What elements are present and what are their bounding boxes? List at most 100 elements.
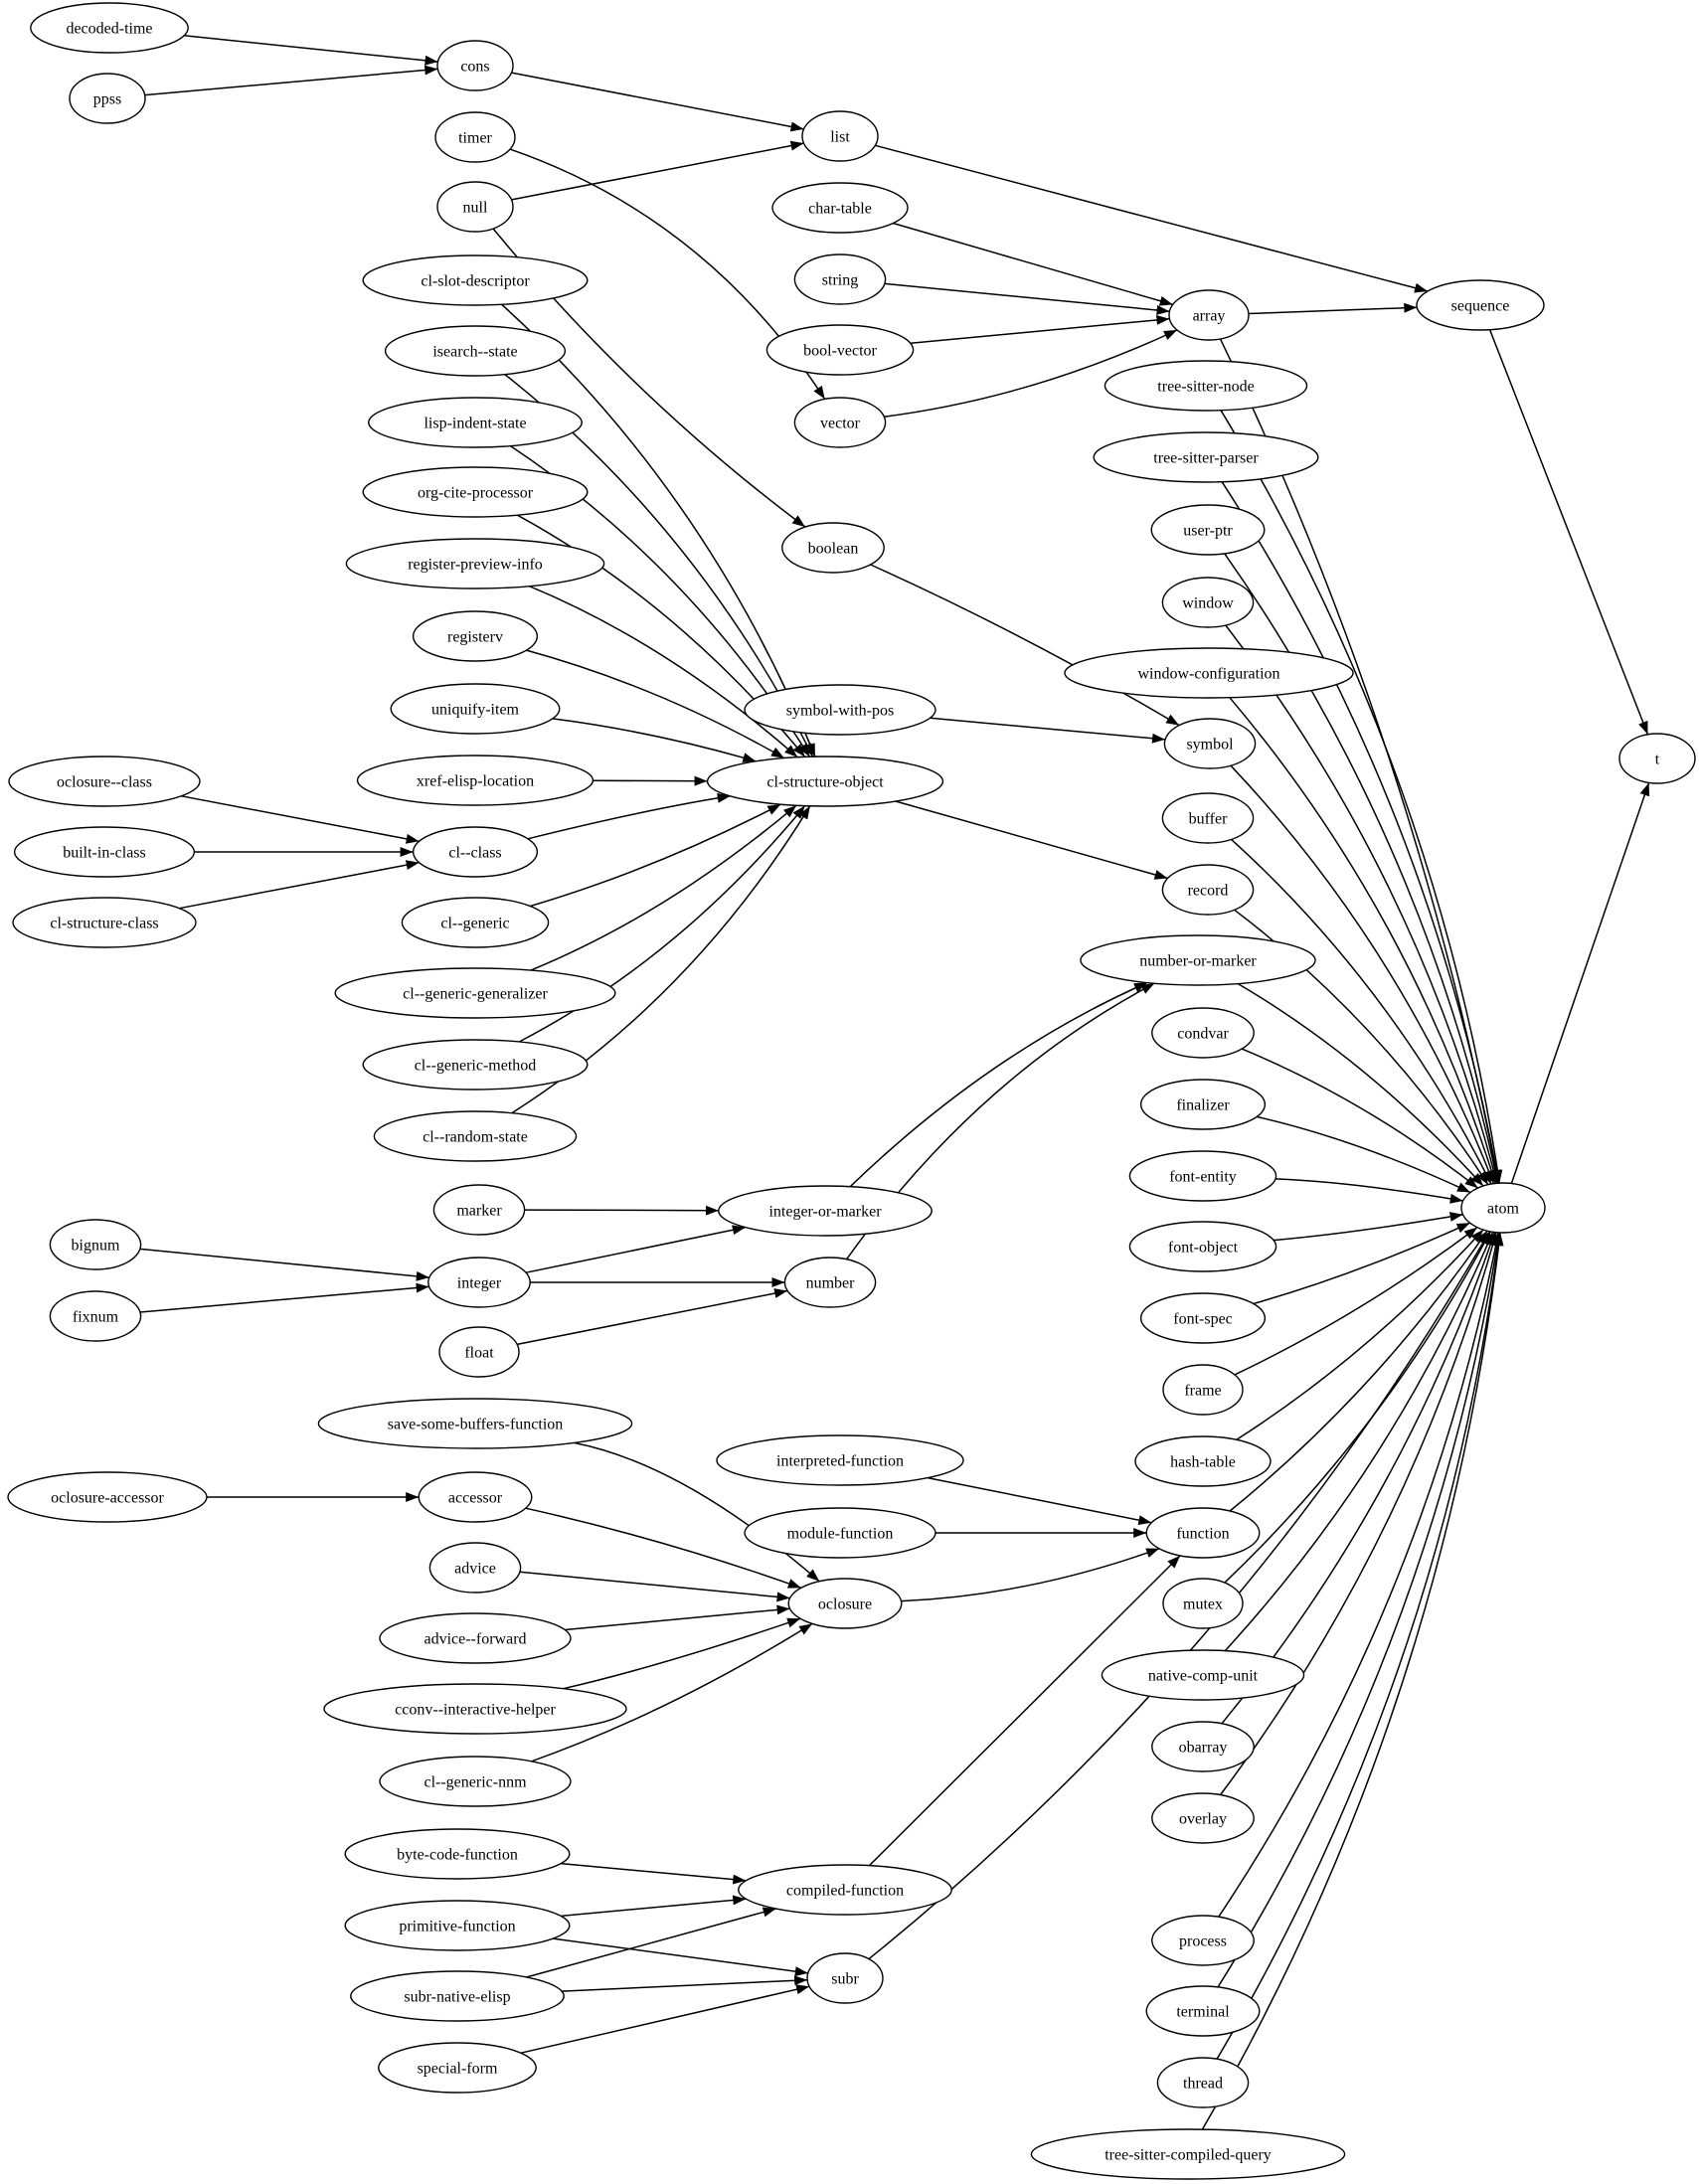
node-label: cl--random-state [423,1129,528,1146]
node-built-in-class: built-in-class [13,826,196,878]
node-label: save-some-buffers-function [388,1417,564,1433]
node-label: font-spec [1173,1311,1233,1328]
node-shape [8,756,201,807]
node-ppss: ppss [69,73,146,124]
node-symbol: symbol [1163,718,1257,769]
node-shape [432,1184,526,1236]
edge-hash-table-to-atom [1236,1229,1484,1440]
node-shape [783,1257,877,1308]
node-shape [412,826,539,878]
node-compiled-function: compiled-function [738,1864,952,1916]
node-tree-sitter-parser: tree-sitter-parser [1093,431,1319,483]
node-vector: vector [793,397,887,448]
node-label: vector [820,416,861,432]
edge-oclosure--class-to-cl--class [181,795,420,844]
edge-register-preview-info-to-cl-structure-object [529,586,798,758]
edge-buffer-to-atom [1231,838,1492,1185]
node-shape [418,1471,533,1523]
edge-tree-sitter-node-to-atom [1220,410,1503,1184]
node-finalizer: finalizer [1139,1079,1267,1130]
edge-cl-structure-class-to-cl--class [179,860,420,910]
node-list: list [801,110,879,162]
edge-interpreted-function-to-function [927,1476,1152,1526]
edge-overlay-to-atom [1219,1232,1498,1795]
node-shape [1128,1221,1277,1272]
node-shape [362,466,589,518]
node-tree-sitter-node: tree-sitter-node [1104,360,1308,412]
node-label: timer [458,130,492,147]
node-atom: atom [1460,1182,1546,1234]
node-shape [7,1471,208,1523]
node-shape [716,1434,964,1486]
node-shape [379,1756,572,1807]
node-label: subr-native-elisp [404,1989,510,2006]
node-shape [436,181,514,233]
edge-terminal-to-atom [1217,1232,1503,1988]
node-shape [1134,1435,1272,1487]
node-shape [771,182,909,234]
node-label: integer-or-marker [768,1204,882,1221]
edge-registerv-to-cl-structure-object [526,649,785,759]
node-shape [379,1612,572,1664]
node-float: float [438,1326,520,1378]
node-label: string [822,272,858,289]
node-timer: timer [434,111,516,163]
node-shape [344,1828,571,1880]
node-cconv--interactive-helper: cconv--interactive-helper [323,1683,627,1735]
edge-bignum-to-integer [139,1248,429,1281]
node-label: interpreted-function [776,1453,904,1470]
node-shape [1161,864,1255,916]
node-label: advice [454,1561,496,1578]
edge-primitive-function-to-subr [553,1937,808,1977]
edge-process-to-atom [1218,1232,1501,1918]
node-obarray: obarray [1151,1721,1255,1772]
node-string: string [793,253,887,305]
node-shape [801,110,879,162]
node-record: record [1161,864,1255,916]
node-shape [793,397,887,448]
node-integer-or-marker: integer-or-marker [718,1185,933,1237]
edge-cl--generic-nnm-to-oclosure [531,1622,813,1763]
node-shape [344,1900,571,1951]
node-label: native-comp-unit [1148,1668,1259,1685]
node-shape [1150,504,1266,556]
node-label: isearch--state [432,344,517,361]
node-label: oclosure--class [57,774,152,791]
edges-layer [139,35,1650,2130]
node-font-entity: font-entity [1128,1150,1277,1202]
edge-sequence-to-t [1488,329,1649,736]
node-label: uniquify-item [431,702,520,719]
node-registerv: registerv [412,610,539,662]
node-function: function [1145,1507,1261,1559]
node-shape [1104,360,1308,412]
node-char-table: char-table [771,182,909,234]
node-label: window [1182,595,1234,612]
edge-tree-sitter-compiled-query-to-atom [1201,1232,1504,2130]
node-bignum: bignum [49,1219,142,1270]
node-label: oclosure [818,1596,872,1613]
edge-symbol-with-pos-to-symbol [930,717,1166,744]
edge-cl--generic-method-to-cl-structure-object [518,805,806,1043]
node-frame: frame [1162,1364,1244,1416]
node-shape [412,610,539,662]
node-label: accessor [448,1490,503,1507]
node-shape [1030,2128,1346,2180]
node-label: cl--generic [440,916,509,932]
node-label: ppss [93,91,121,108]
node-label: primitive-function [399,1919,515,1935]
node-shape [765,324,915,376]
edge-special-form-to-subr [520,1984,810,2054]
node-label: cconv--interactive-helper [395,1702,556,1719]
node-label: obarray [1179,1740,1228,1757]
edge-vector-to-array [884,329,1178,418]
edge-advice--forward-to-oclosure [565,1604,790,1631]
edge-accessor-to-oclosure [525,1507,802,1590]
node-primitive-function: primitive-function [344,1900,571,1951]
edge-function-to-atom [1229,1230,1488,1512]
node-shape [1162,1578,1244,1629]
node-uniquify-item: uniquify-item [390,683,561,735]
node-label: cl-structure-object [766,774,884,791]
node-cl--random-state: cl--random-state [373,1110,578,1162]
node-cl--class: cl--class [412,826,539,878]
